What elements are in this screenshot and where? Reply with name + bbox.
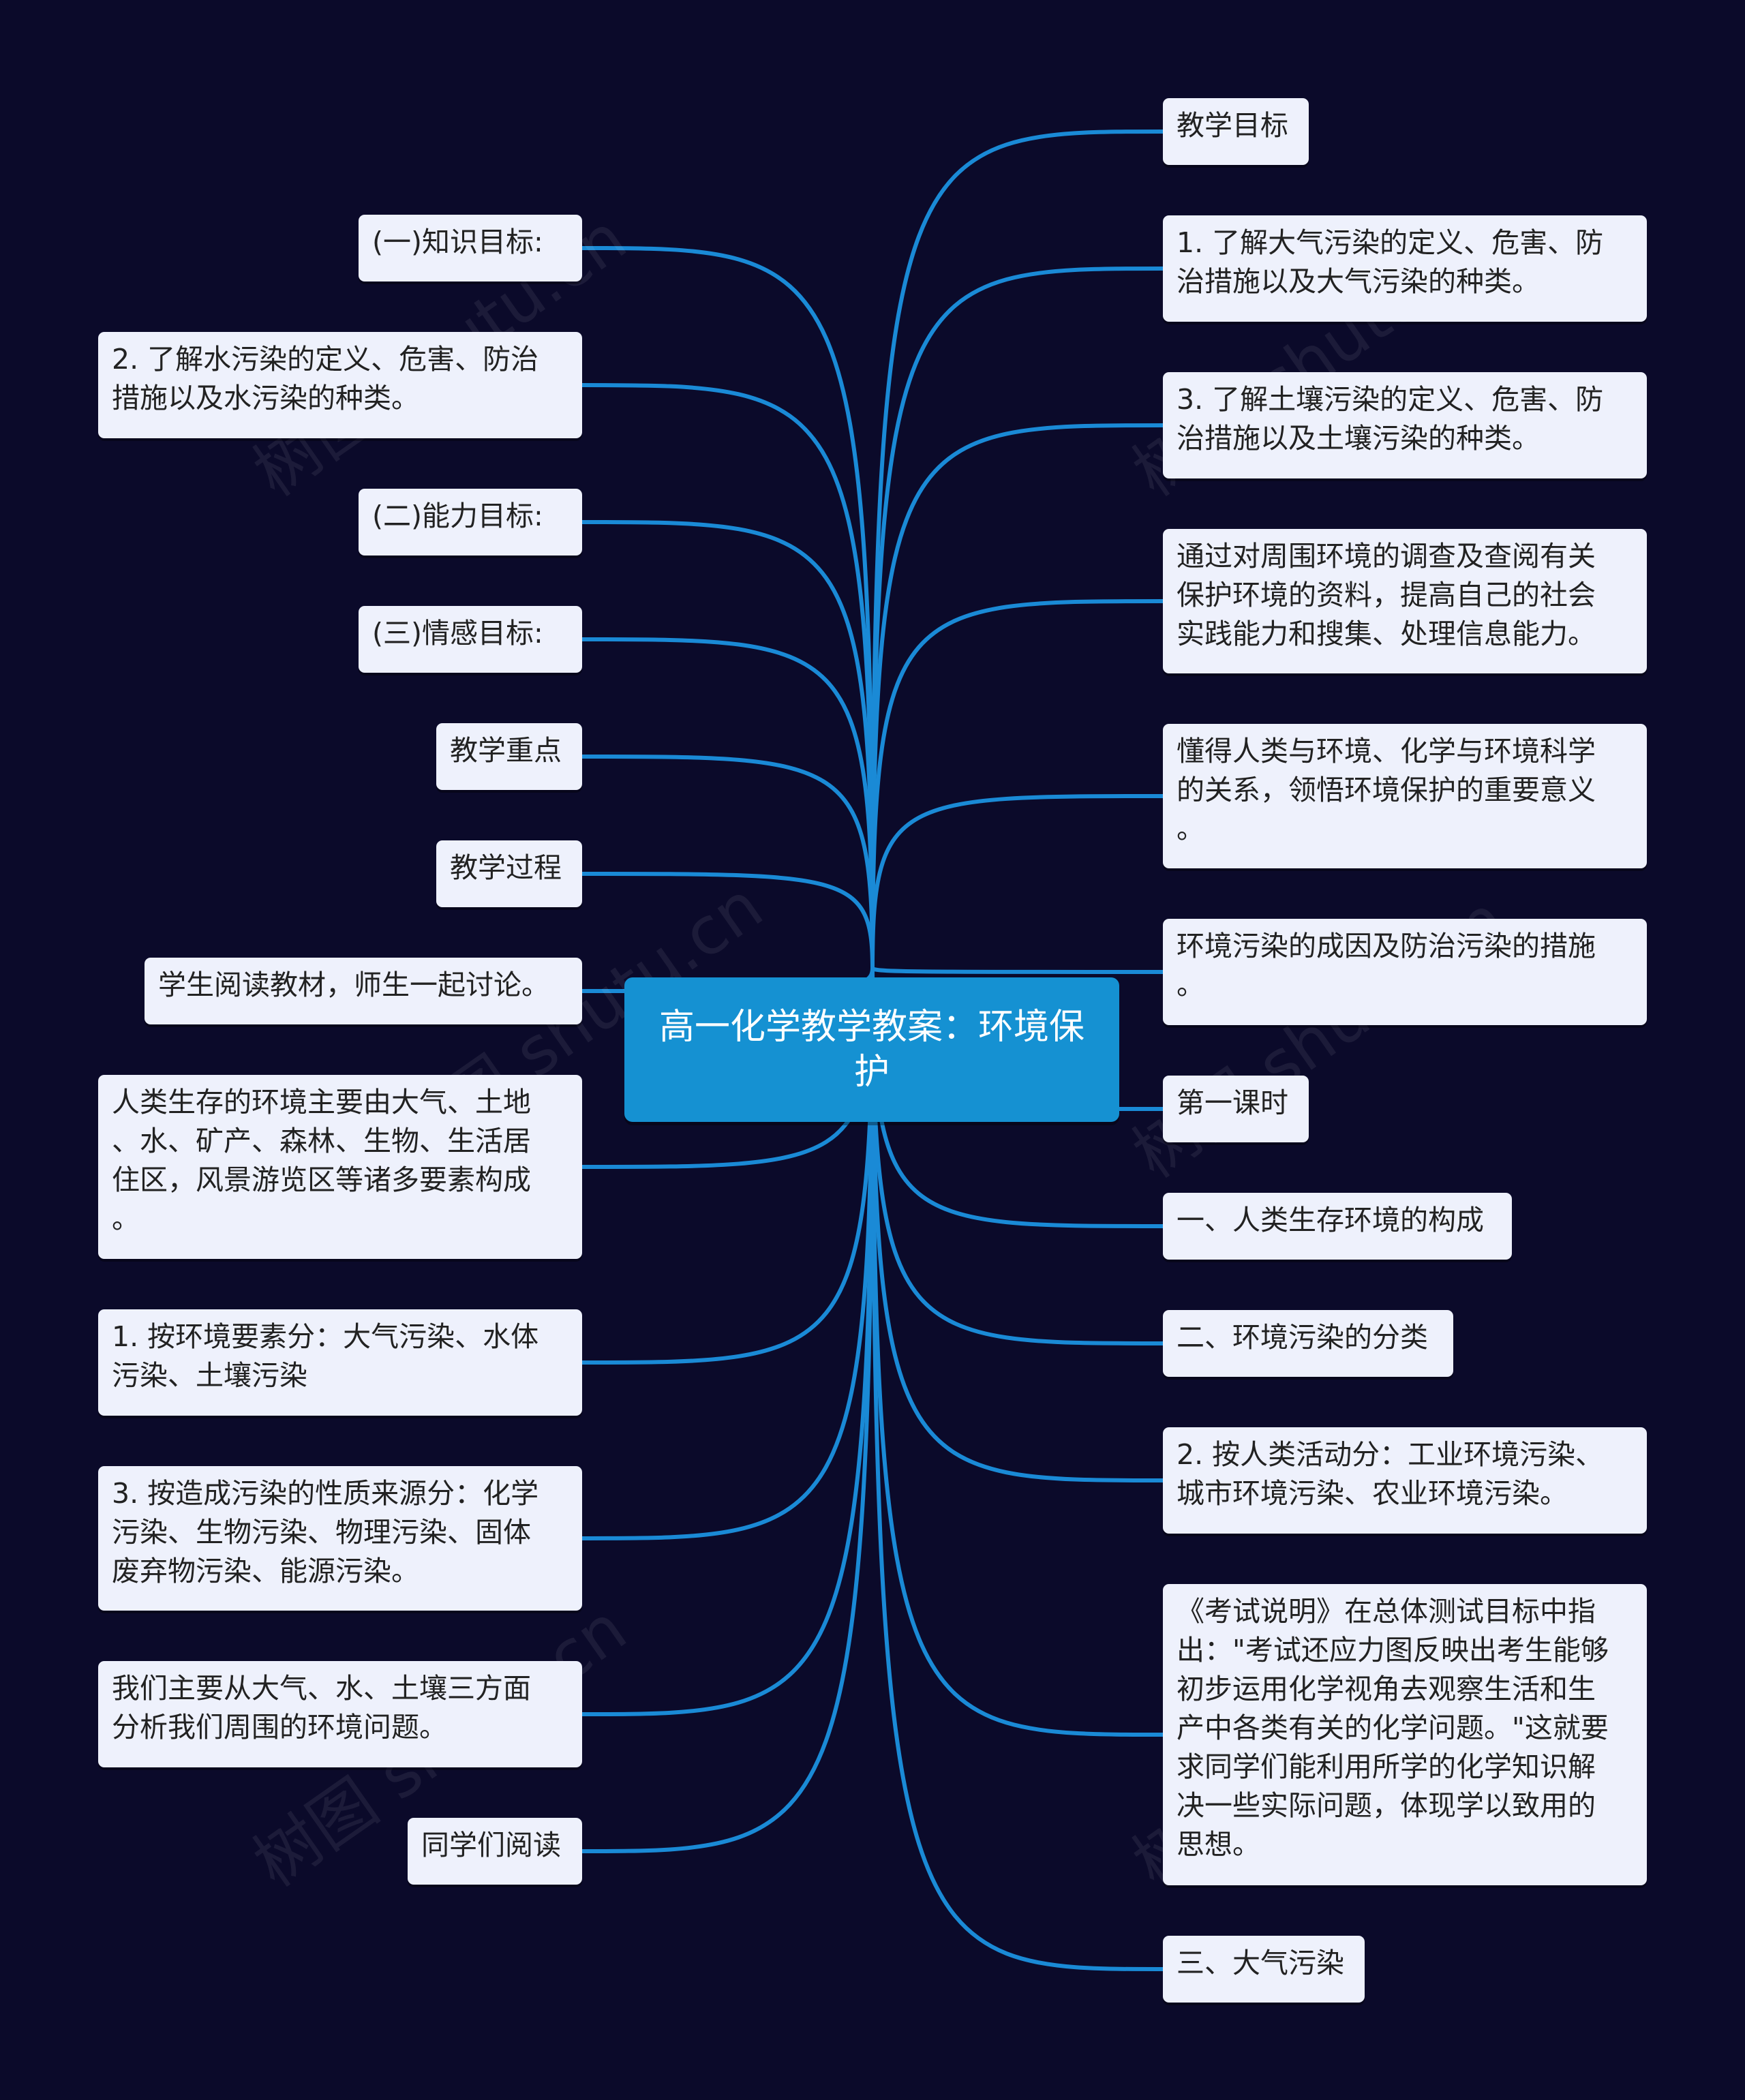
topic-text: 1. 了解大气污染的定义、危害、防 (1177, 226, 1604, 259)
root-topic[interactable]: 高一化学教学教案：环境保护 (624, 977, 1119, 1122)
topic-text: 学生阅读教材，师生一起讨论。 (158, 969, 549, 1001)
topic-text: (三)情感目标: (372, 617, 543, 650)
connector-line (581, 637, 875, 969)
topic-text: 保护环境的资料，提高自己的社会 (1177, 579, 1596, 611)
topic-text: 出："考试还应力图反映出考生能够 (1177, 1634, 1609, 1667)
connector-line (581, 967, 875, 1853)
topic-text: 3. 了解土壤污染的定义、危害、防 (1177, 383, 1604, 416)
topic-text: 。 (112, 1202, 140, 1235)
topic-node[interactable]: 人类生存的环境主要由大气、土地 、水、矿产、森林、生物、生活居 住区，风景游览区… (98, 1075, 582, 1259)
connector-line (870, 967, 1164, 1971)
topic-text: 初步运用化学视角去观察生活和生 (1177, 1673, 1596, 1705)
topic-node[interactable]: 3. 了解土壤污染的定义、危害、防 治措施以及土壤污染的种类。 (1163, 372, 1647, 478)
topic-node[interactable]: 我们主要从大气、水、土壤三方面 分析我们周围的环境问题。 (98, 1661, 582, 1767)
topic-text: (一)知识目标: (372, 226, 543, 258)
topic-text: 的关系，领悟环境保护的重要意义 (1177, 774, 1596, 806)
topic-text: 污染、土壤污染 (112, 1359, 307, 1392)
connector-line (870, 130, 1164, 969)
topic-text: 教学过程 (450, 851, 562, 884)
topic-node[interactable]: 教学重点 (436, 723, 582, 790)
topic-text: 环境污染的成因及防治污染的措施 (1177, 930, 1596, 962)
topic-node[interactable]: 一、人类生存环境的构成 (1163, 1193, 1512, 1260)
topic-text: 求同学们能利用所学的化学知识解 (1177, 1750, 1596, 1783)
topic-node[interactable]: 通过对周围环境的调查及查阅有关 保护环境的资料，提高自己的社会 实践能力和搜集、… (1163, 529, 1647, 673)
root-title: 高一化学教学教案：环境保护 (658, 1007, 1084, 1093)
connector-line (870, 423, 1164, 969)
topic-text: 城市环境污染、农业环境污染。 (1177, 1477, 1568, 1510)
topic-text: 人类生存的环境主要由大气、土地 (112, 1086, 531, 1119)
topic-node[interactable]: 1. 按环境要素分：大气污染、水体 污染、土壤污染 (98, 1309, 582, 1416)
topic-text: 治措施以及土壤污染的种类。 (1177, 422, 1540, 455)
topic-node[interactable]: 教学目标 (1163, 98, 1309, 165)
connector-line (581, 246, 875, 969)
topic-text: 废弃物污染、能源污染。 (112, 1555, 419, 1587)
connector-line (870, 967, 1164, 974)
topic-node[interactable]: 3. 按造成污染的性质来源分：化学 污染、生物污染、物理污染、固体 废弃物污染、… (98, 1466, 582, 1611)
topic-node[interactable]: 《考试说明》在总体测试目标中指 出："考试还应力图反映出考生能够 初步运用化学视… (1163, 1584, 1647, 1885)
topic-text: 通过对周围环境的调查及查阅有关 (1177, 540, 1596, 573)
topic-node[interactable]: 二、环境污染的分类 (1163, 1310, 1453, 1377)
topic-node[interactable]: 三、大气污染 (1163, 1936, 1365, 2003)
topic-text: 一、人类生存环境的构成 (1177, 1204, 1484, 1236)
topic-node[interactable]: (三)情感目标: (359, 606, 582, 673)
topic-text: 教学重点 (450, 734, 562, 767)
topic-text: 。 (1177, 812, 1204, 845)
topic-node[interactable]: 环境污染的成因及防治污染的措施 。 (1163, 919, 1647, 1025)
topic-text: 《考试说明》在总体测试目标中指 (1177, 1595, 1596, 1628)
topic-text: 2. 了解水污染的定义、危害、防治 (112, 343, 539, 376)
connector-line (870, 267, 1164, 969)
topic-text: 懂得人类与环境、化学与环境科学 (1177, 735, 1596, 767)
topic-node[interactable]: 1. 了解大气污染的定义、危害、防 治措施以及大气污染的种类。 (1163, 215, 1647, 322)
topic-text: 我们主要从大气、水、土壤三方面 (112, 1672, 531, 1705)
topic-node[interactable]: 2. 了解水污染的定义、危害、防治 措施以及水污染的种类。 (98, 332, 582, 438)
connector-line (581, 520, 875, 969)
topic-node[interactable]: 2. 按人类活动分：工业环境污染、 城市环境污染、农业环境污染。 (1163, 1427, 1647, 1534)
topic-text: 教学目标 (1177, 109, 1288, 142)
connector-line (870, 599, 1164, 969)
topic-text: 措施以及水污染的种类。 (112, 382, 419, 414)
topic-text: 决一些实际问题，体现学以致用的 (1177, 1789, 1596, 1822)
topic-node[interactable]: 学生阅读教材，师生一起讨论。 (145, 958, 582, 1024)
topic-text: 实践能力和搜集、处理信息能力。 (1177, 618, 1596, 650)
topic-node[interactable]: 第一课时 (1163, 1076, 1309, 1142)
topic-node[interactable]: (一)知识目标: (359, 215, 582, 281)
topic-text: 同学们阅读 (421, 1829, 561, 1861)
topic-text: (二)能力目标: (372, 500, 543, 532)
topic-node[interactable]: 懂得人类与环境、化学与环境科学 的关系，领悟环境保护的重要意义 。 (1163, 724, 1647, 868)
topic-text: 第一课时 (1177, 1086, 1288, 1119)
connector-line (870, 794, 1164, 969)
connector-line (581, 383, 875, 969)
topic-node[interactable]: 同学们阅读 (408, 1818, 582, 1885)
topic-text: 三、大气污染 (1177, 1947, 1344, 1979)
topic-text: 产中各类有关的化学问题。"这就要 (1177, 1711, 1609, 1744)
topic-text: 2. 按人类活动分：工业环境污染、 (1177, 1438, 1604, 1471)
connector-line (581, 872, 875, 969)
topic-text: 治措施以及大气污染的种类。 (1177, 265, 1540, 298)
connector-line (581, 755, 875, 969)
topic-node[interactable]: 教学过程 (436, 840, 582, 907)
topic-text: 分析我们周围的环境问题。 (112, 1711, 447, 1744)
topic-text: 、水、矿产、森林、生物、生活居 (112, 1125, 531, 1157)
topic-text: 住区，风景游览区等诸多要素构成 (112, 1163, 531, 1196)
topic-text: 1. 按环境要素分：大气污染、水体 (112, 1320, 539, 1353)
topic-node[interactable]: (二)能力目标: (359, 489, 582, 556)
topic-text: 3. 按造成污染的性质来源分：化学 (112, 1477, 539, 1510)
topic-text: 二、环境污染的分类 (1177, 1321, 1428, 1354)
topic-text: 。 (1177, 969, 1204, 1001)
topic-text: 污染、生物污染、物理污染、固体 (112, 1516, 531, 1549)
topic-text: 思想。 (1177, 1828, 1260, 1861)
